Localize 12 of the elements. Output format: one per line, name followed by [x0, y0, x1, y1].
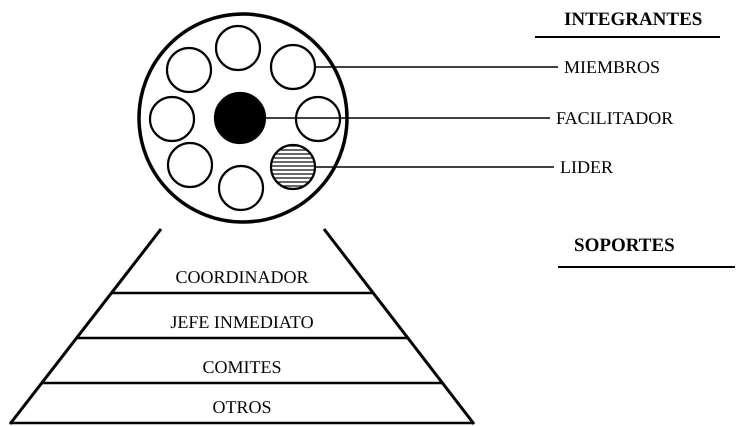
leader-line	[266, 117, 550, 119]
section-heading: INTEGRANTES	[564, 9, 702, 31]
level-label: COMITES	[201, 356, 282, 378]
level-label: JEFE INMEDIATO	[169, 311, 315, 333]
member-label: LIDER	[560, 156, 613, 178]
section-heading: SOPORTES	[574, 235, 675, 257]
member-label: FACILITADOR	[556, 107, 674, 129]
level-label: COORDINADOR	[174, 266, 310, 288]
leader-line	[316, 66, 558, 68]
leader-line	[316, 166, 554, 168]
member-label: MIEMBROS	[564, 56, 660, 78]
level-label: OTROS	[211, 396, 272, 418]
